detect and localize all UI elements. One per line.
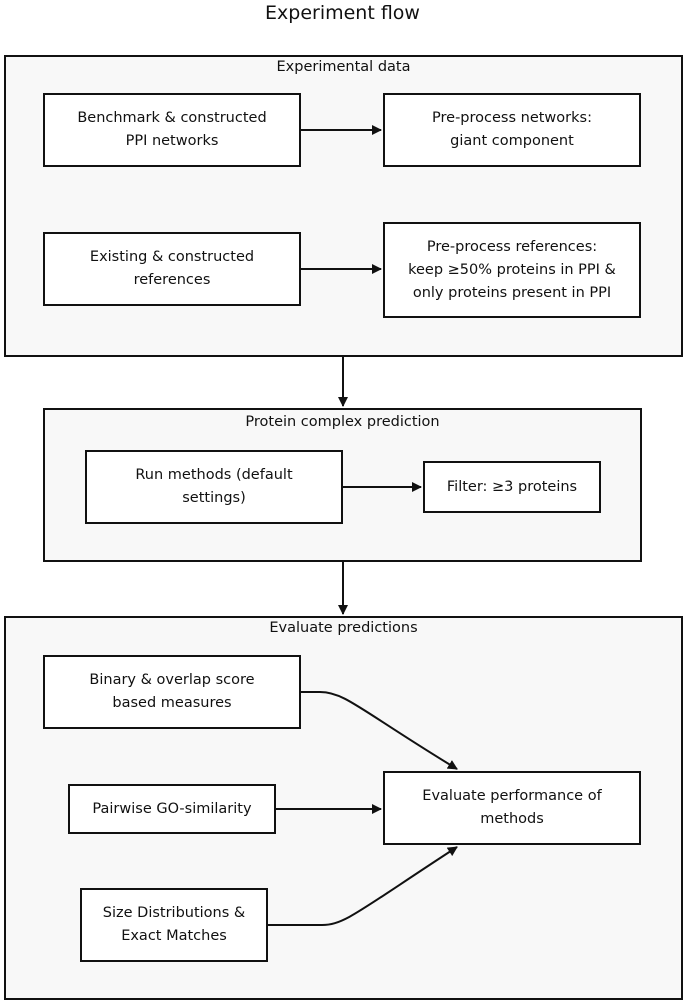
node-run-methods-text: Run methods (default settings) <box>135 467 293 506</box>
node-existing-references-text: Existing & constructed references <box>89 249 255 288</box>
node-preprocess-networks: Pre-process networks: giant component <box>383 93 641 167</box>
node-existing-references: Existing & constructed references <box>43 232 301 306</box>
node-preprocess-references-text: Pre-process references: keep ≥50% protei… <box>408 238 616 301</box>
node-pairwise-go: Pairwise GO-similarity <box>68 784 276 834</box>
node-filter: Filter: ≥3 proteins <box>423 461 601 513</box>
node-binary-overlap: Binary & overlap score based measures <box>43 655 301 729</box>
node-evaluate-performance-text: Evaluate performance of methods <box>422 788 602 827</box>
node-benchmark-networks-text: Benchmark & constructed PPI networks <box>77 110 267 149</box>
group-experimental-data-label: Experimental data <box>276 59 411 75</box>
node-binary-overlap-text: Binary & overlap score based measures <box>89 672 255 711</box>
node-preprocess-references: Pre-process references: keep ≥50% protei… <box>383 222 641 318</box>
node-size-distributions-text: Size Distributions & Exact Matches <box>102 905 246 944</box>
group-evaluation-label: Evaluate predictions <box>269 620 418 636</box>
diagram-title: Experiment flow <box>265 2 420 24</box>
group-prediction-label: Protein complex prediction <box>245 414 440 430</box>
node-preprocess-networks-text: Pre-process networks: giant component <box>432 110 592 149</box>
node-run-methods: Run methods (default settings) <box>85 450 343 524</box>
node-pairwise-go-text: Pairwise GO-similarity <box>92 800 252 817</box>
node-size-distributions: Size Distributions & Exact Matches <box>80 888 268 962</box>
node-filter-text: Filter: ≥3 proteins <box>446 478 578 495</box>
node-evaluate-performance: Evaluate performance of methods <box>383 771 641 845</box>
node-benchmark-networks: Benchmark & constructed PPI networks <box>43 93 301 167</box>
